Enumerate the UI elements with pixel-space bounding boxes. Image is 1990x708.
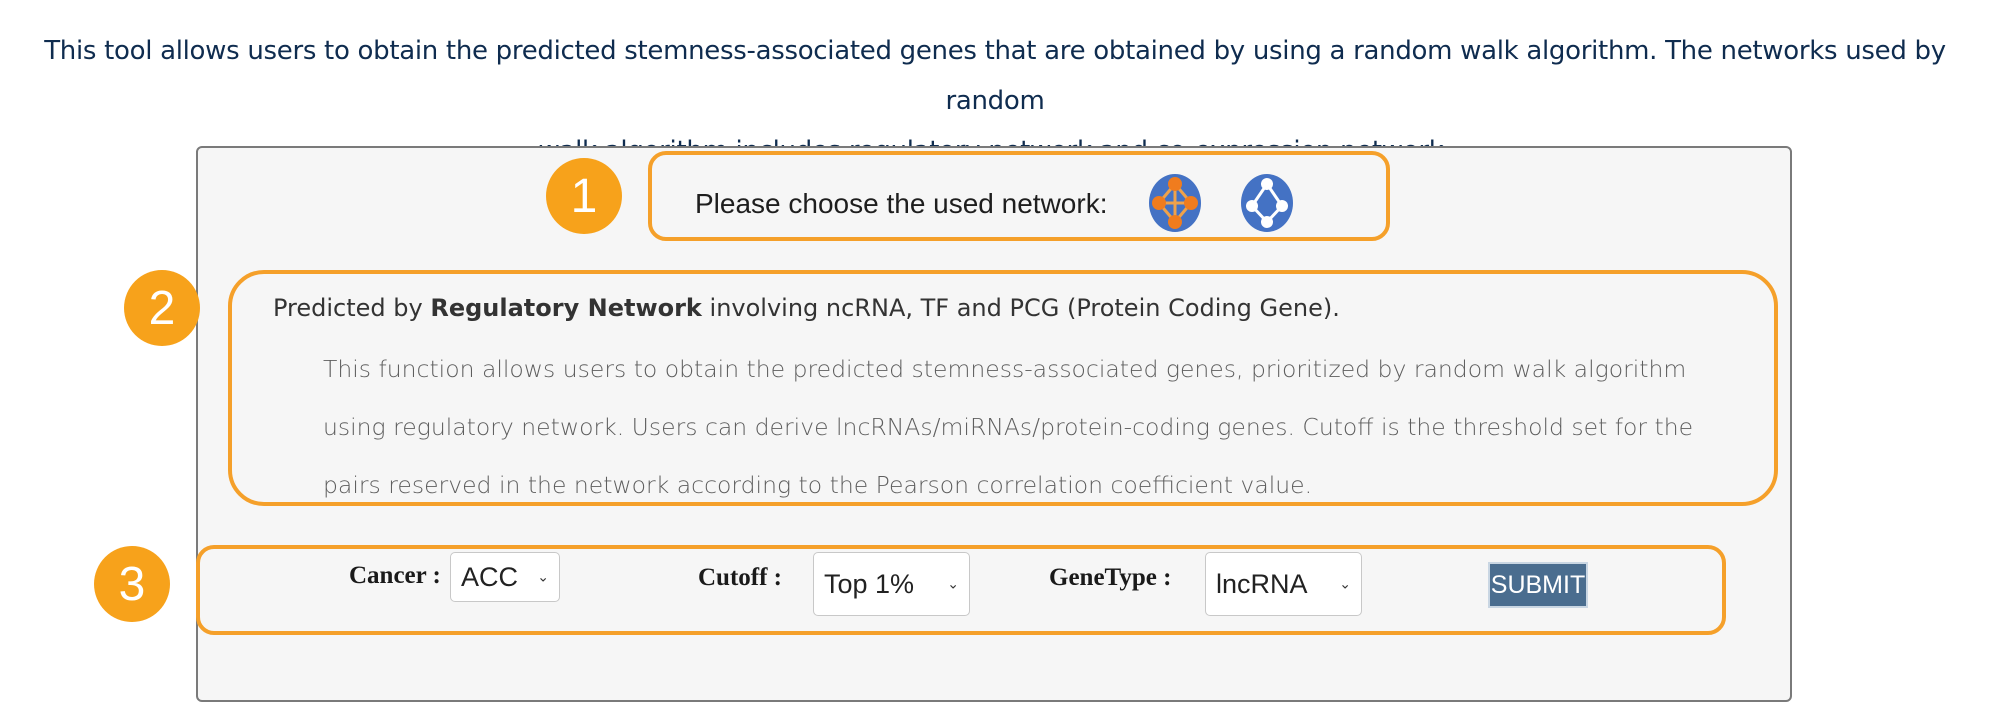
submit-button[interactable]: SUBMIT (1488, 562, 1588, 608)
step-badge-3: 3 (94, 546, 170, 622)
description-lead-prefix: Predicted by (273, 294, 431, 322)
chevron-down-icon: ⌄ (537, 568, 549, 585)
cutoff-label: Cutoff : (698, 564, 783, 591)
description-line-1: This function allows users to obtain the… (323, 355, 1687, 383)
genetype-label: GeneType : (1049, 564, 1172, 591)
step-badge-2: 2 (124, 270, 200, 346)
regulatory-network-icon[interactable] (1148, 173, 1202, 233)
cancer-select-value: ACC (461, 561, 519, 592)
intro-line-1: This tool allows users to obtain the pre… (44, 36, 1946, 116)
cancer-label: Cancer : (349, 562, 441, 589)
description-lead-bold: Regulatory Network (430, 294, 702, 322)
description-line-2: using regulatory network. Users can deri… (323, 413, 1694, 441)
genetype-select-value: lncRNA (1216, 568, 1308, 599)
description-body: This function allows users to obtain the… (323, 340, 1763, 514)
cutoff-select[interactable]: Top 1% ⌄ (813, 552, 970, 616)
network-choice-highlight (648, 151, 1390, 241)
description-lead: Predicted by Regulatory Network involvin… (273, 288, 1340, 328)
step-badge-1: 1 (546, 158, 622, 234)
description-lead-suffix: involving ncRNA, TF and PCG (Protein Cod… (701, 294, 1340, 322)
description-line-3: pairs reserved in the network according … (323, 471, 1313, 499)
genetype-select[interactable]: lncRNA ⌄ (1205, 552, 1362, 616)
cancer-select[interactable]: ACC ⌄ (450, 552, 560, 602)
form-highlight (196, 545, 1726, 635)
network-choice-label: Please choose the used network: (695, 188, 1108, 219)
co-expression-network-icon[interactable] (1240, 173, 1294, 233)
cutoff-select-value: Top 1% (824, 568, 915, 599)
description-highlight (228, 270, 1778, 506)
chevron-down-icon: ⌄ (947, 575, 959, 592)
chevron-down-icon: ⌄ (1339, 575, 1351, 592)
